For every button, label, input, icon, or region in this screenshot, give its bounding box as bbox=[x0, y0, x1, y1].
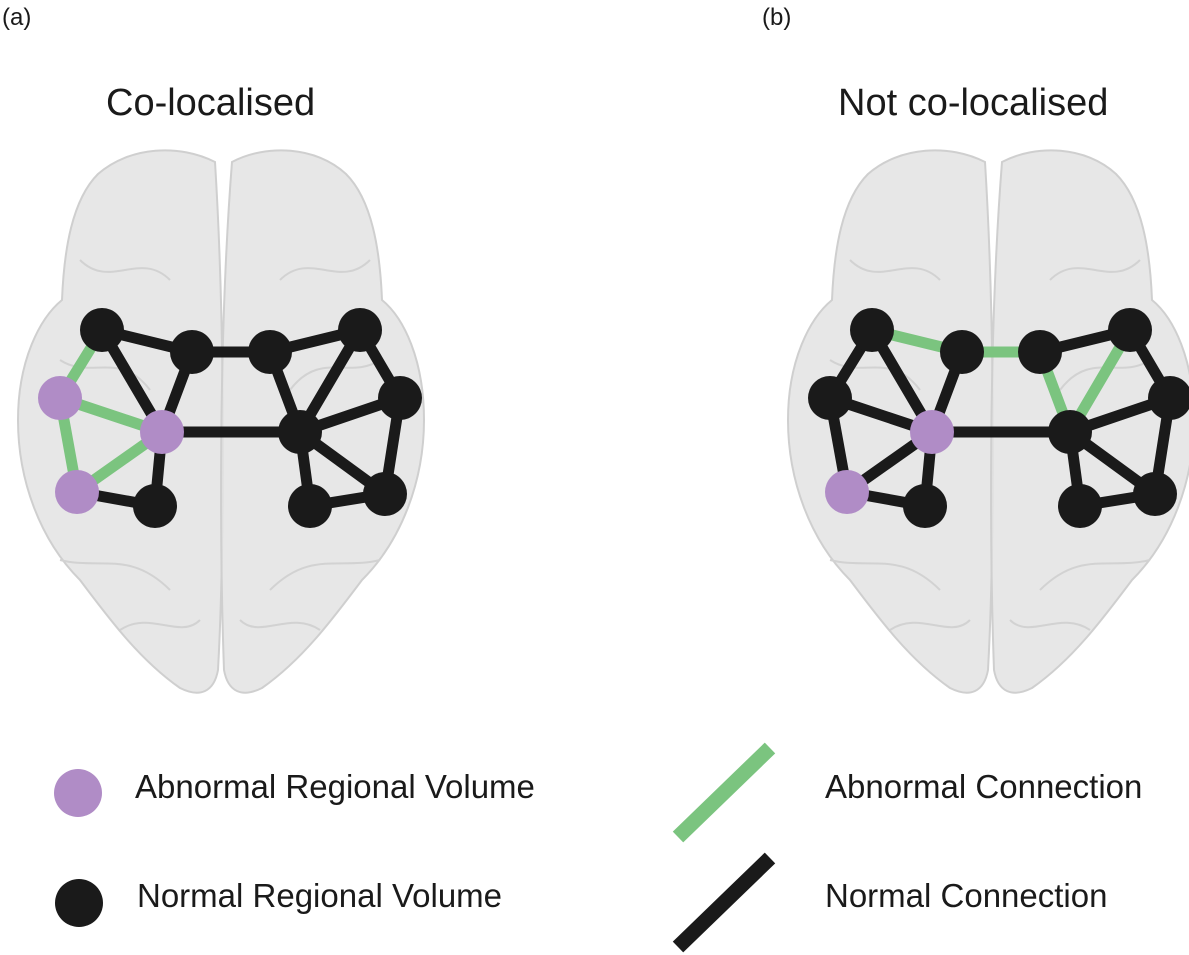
normal-connection-legend-swatch bbox=[672, 852, 776, 953]
brain-fold bbox=[79, 259, 171, 281]
abnormal-region-node-n5 bbox=[55, 470, 99, 514]
abnormal-region-node-n4 bbox=[910, 410, 954, 454]
abnormal-connection-legend-label: Abnormal Connection bbox=[825, 768, 1143, 805]
brain-outline bbox=[786, 149, 1189, 694]
normal-region-node-n7 bbox=[248, 330, 292, 374]
normal-region-node-n1 bbox=[850, 308, 894, 352]
normal-region-node-n6 bbox=[133, 484, 177, 528]
brain-fold bbox=[829, 359, 921, 391]
abnormal-volume-legend-label: Abnormal Regional Volume bbox=[135, 768, 535, 805]
normal-region-node-n2 bbox=[170, 330, 214, 374]
panel-a-title: Co-localised bbox=[106, 82, 316, 124]
normal-region-node-n12 bbox=[363, 472, 407, 516]
normal-region-node-n11 bbox=[288, 484, 332, 528]
brain-fold bbox=[239, 619, 321, 631]
brain-fold bbox=[829, 559, 941, 591]
normal-region-node-n2 bbox=[940, 330, 984, 374]
brain-outline bbox=[16, 149, 426, 694]
brain-fold bbox=[849, 259, 941, 281]
normal-connection-legend-label: Normal Connection bbox=[825, 877, 1108, 914]
panel-a-brain-network bbox=[16, 149, 426, 694]
panel-a-label: (a) bbox=[2, 4, 32, 31]
normal-region-node-n8 bbox=[338, 308, 382, 352]
brain-fold bbox=[1039, 559, 1151, 591]
panel-b-brain-network bbox=[786, 149, 1189, 694]
abnormal-region-node-n5 bbox=[825, 470, 869, 514]
brain-fold bbox=[59, 359, 151, 391]
normal-region-node-n1 bbox=[80, 308, 124, 352]
brain-fold bbox=[1009, 619, 1091, 631]
normal-region-node-n6 bbox=[903, 484, 947, 528]
normal-region-node-n9 bbox=[1048, 410, 1092, 454]
normal-region-node-n7 bbox=[1018, 330, 1062, 374]
abnormal-connection-legend-swatch bbox=[672, 742, 776, 843]
normal-volume-legend-label: Normal Regional Volume bbox=[137, 877, 503, 914]
brain-fold bbox=[59, 559, 171, 591]
abnormal-region-node-n3 bbox=[38, 376, 82, 420]
normal-region-node-n8 bbox=[1108, 308, 1152, 352]
brain-fold bbox=[119, 619, 201, 631]
normal-volume-legend-swatch bbox=[55, 879, 103, 927]
brain-fold bbox=[269, 559, 381, 591]
brain-fold bbox=[1049, 259, 1141, 281]
normal-region-node-n3 bbox=[808, 376, 852, 420]
normal-region-node-n10 bbox=[378, 376, 422, 420]
brain-fold bbox=[279, 259, 371, 281]
abnormal-volume-legend-swatch bbox=[54, 769, 102, 817]
panel-b-title: Not co-localised bbox=[838, 82, 1109, 124]
abnormal-region-node-n4 bbox=[140, 410, 184, 454]
panel-b-label: (b) bbox=[762, 4, 792, 31]
brain-fold bbox=[889, 619, 971, 631]
normal-region-node-n9 bbox=[278, 410, 322, 454]
normal-region-node-n10 bbox=[1148, 376, 1189, 420]
normal-region-node-n11 bbox=[1058, 484, 1102, 528]
normal-region-node-n12 bbox=[1133, 472, 1177, 516]
